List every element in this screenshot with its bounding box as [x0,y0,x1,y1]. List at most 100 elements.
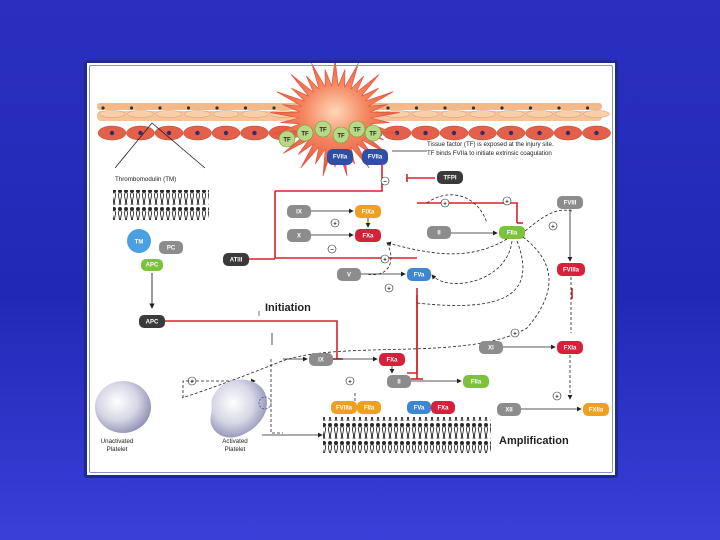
tf-molecule [348,120,366,138]
tf-label: TF [337,134,345,140]
minus-sign: − [383,180,387,186]
tfpi-label: TFPI [444,176,457,182]
pc-box [159,241,183,254]
tf-label: TF [353,128,361,134]
va-bound-box [407,401,431,414]
amplification-arrows [182,333,582,438]
cell-junction [243,106,248,110]
cell-junction [471,106,476,110]
cell-junction [500,106,504,110]
tm-leader-right [151,122,206,169]
viiia-box [557,263,585,276]
apc-inhibit-line [165,320,338,359]
v-label-top: V [347,273,351,279]
iia-box-top [499,226,525,239]
tf-molecule [314,120,332,138]
tm-leader-left [114,122,153,169]
tm-membrane [113,190,209,220]
inhibit-fiia-line [417,202,518,223]
cell-junction [272,106,276,110]
fviia-box [327,149,353,165]
xa-label-top: FXa [362,234,374,240]
plus-sign: + [443,202,447,208]
va-xa-bound-box [431,401,455,414]
ii-box-amp [387,375,411,388]
viiia-iia-bound-label: FIIa [364,406,375,412]
apc-box [139,315,165,328]
apc-bound-box [141,259,163,271]
cell-junction [443,106,447,110]
tf-molecule [364,124,382,142]
endothelial-cell-top [526,110,553,118]
viii-label: FVIII [564,201,577,207]
cell-junction [528,106,533,110]
inhibition-lines [165,163,573,380]
endothelial-cell-top [127,110,154,118]
ii-box-top [427,226,451,239]
tfpi-box [437,171,463,184]
va-bound-label: FVa [414,406,425,412]
endothelial-cell-top [469,110,496,118]
initiation-label: Initiation [265,302,311,314]
ix-label-amp: IX [318,358,324,364]
inhibit-fva-line [407,288,418,374]
endothelial-cell-top [497,110,525,118]
iia-label-amp: FIIa [471,380,482,386]
viiia-label: FVIIIa [563,268,580,274]
unactivated-platelet [95,381,151,433]
xi-label: XI [488,346,494,352]
plus-sign: + [555,395,559,401]
plus-sign: + [387,287,391,293]
xa-box-amp [379,353,405,366]
cell-nucleus [195,130,200,136]
tf-label: TF [301,132,309,138]
cell-junction [585,106,590,110]
apc-label: APC [146,320,159,326]
initiation-arrows [181,194,573,399]
cell-nucleus [451,130,457,136]
tf-label: TF [369,132,377,138]
atiii-label: ATIII [230,258,243,264]
endothelial-cell-top [98,110,126,118]
tissue-factor-note-line1: Tissue factor (TF) is exposed at the inj… [427,141,554,148]
plus-sign: + [551,225,555,231]
plus-sign: + [348,380,352,386]
endothelial-cell-top [212,110,240,118]
endothelial-cell-top [184,110,211,118]
xa-label-amp: FXa [386,358,398,364]
pc-label: PC [167,246,176,252]
va-label-top: FVa [414,273,425,279]
fviia-box [362,149,388,165]
caption-line: Platelet [107,446,128,453]
cell-nucleus [594,130,599,136]
thrombomodulin-label: Thrombomodulin (TM) [115,176,176,183]
ixa-box-top [355,205,381,218]
cell-nucleus [480,130,485,136]
minus-sign: − [330,248,334,254]
modifier-signs: − + − + + + + + + + + + [187,176,562,401]
caption-line: Activated [222,438,248,445]
xiia-label: FXIIa [589,408,604,414]
cell-nucleus [423,130,428,136]
cell-junction [215,106,219,110]
cell-nucleus [138,130,143,136]
cascade-diagram: TF TF TF TF TF TF FVIIa FVIIa Tissue fac… [95,59,611,453]
x-label-top: X [297,234,301,240]
xa-box-top [355,229,381,242]
tm-molecule [127,229,151,253]
cell-junction [386,106,390,110]
cell-nucleus [223,130,229,136]
va-xa-bound-label: FXa [437,406,449,412]
amplification-label: Amplification [499,435,569,447]
xia-box [557,341,583,354]
iia-label-top: FIIa [507,231,518,237]
platelet-receptor [258,396,272,410]
ix-label-top: IX [296,210,302,216]
viiia-bound-label: FVIIIa [336,406,353,412]
tm-label: TM [135,240,144,246]
cell-junction [414,106,419,110]
caption-line: Unactivated [101,438,134,445]
plus-sign: + [333,222,337,228]
va-box-top [407,268,431,281]
cell-junction [101,106,105,110]
